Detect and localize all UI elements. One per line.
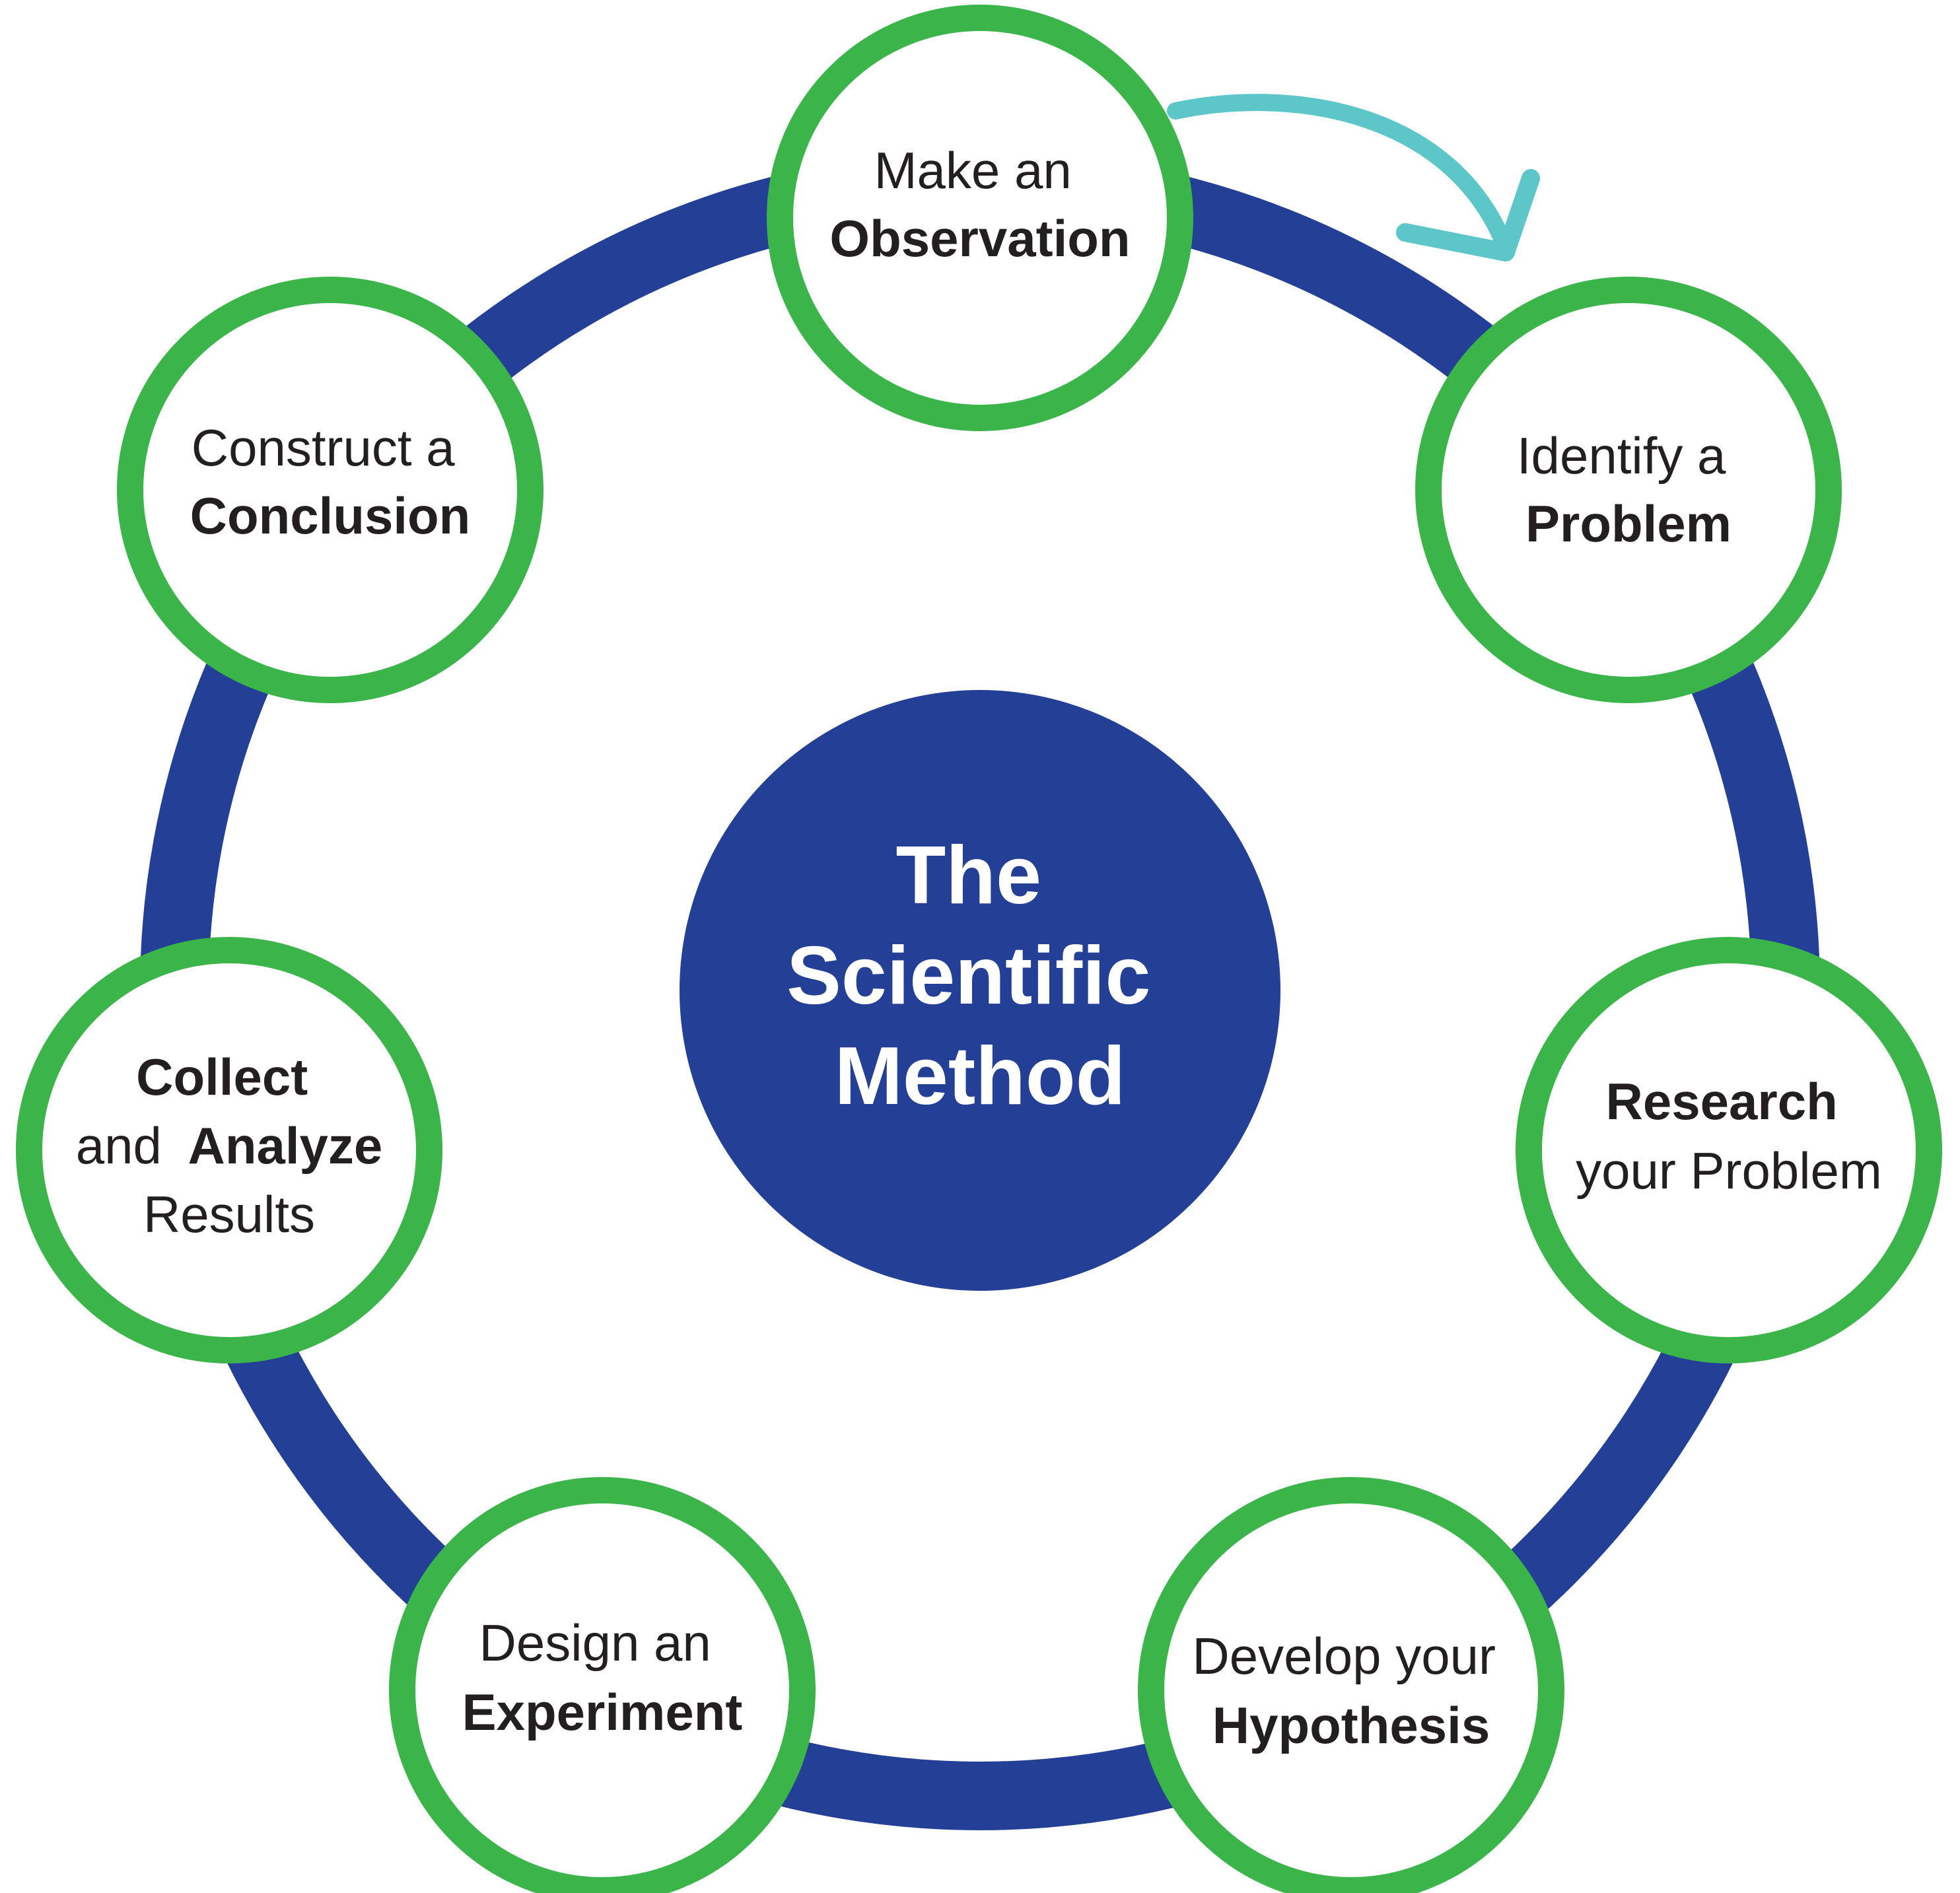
step-hypothesis-line-1: Develop your — [1192, 1627, 1496, 1685]
cycle-direction-arrow-icon — [1167, 94, 1540, 261]
step-experiment-line-1: Design an — [479, 1614, 711, 1672]
step-conclusion-line-1: Construct a — [192, 419, 455, 477]
step-observation-line-1: Make an — [874, 141, 1072, 199]
svg-text:Design an Experiment: Design an Experiment — [462, 1614, 743, 1741]
step-research-line-1: Research — [1606, 1072, 1838, 1130]
center-title-line-1: The — [896, 830, 1041, 921]
step-analyze: Collect and Analyze Results — [16, 937, 442, 1363]
step-problem-line-1: Identify a — [1517, 427, 1726, 485]
step-experiment-circle — [389, 1477, 816, 1893]
svg-text:Collect and Analy: Collect and Analyze Results — [76, 1048, 397, 1243]
svg-text:Make an Observation: Make an Observation — [829, 141, 1130, 267]
step-research-line-2: your Problem — [1576, 1142, 1882, 1200]
svg-text:Develop your Hypothesis: Develop your Hypothesis — [1192, 1627, 1510, 1754]
step-analyze-line-1: Collect — [136, 1048, 308, 1106]
step-conclusion: Construct a Conclusion — [117, 277, 543, 703]
center-title-line-2: Scientific — [787, 930, 1150, 1021]
center-title: The Scientific Method — [680, 690, 1280, 1291]
step-experiment: Design an Experiment — [389, 1477, 816, 1893]
step-observation-line-2: Observation — [829, 209, 1130, 267]
step-analyze-line-3: Results — [143, 1185, 315, 1243]
step-conclusion-circle — [117, 277, 543, 703]
step-conclusion-line-2: Conclusion — [190, 487, 471, 545]
step-hypothesis: Develop your Hypothesis — [1138, 1477, 1564, 1893]
svg-text:Construct a Conclusion: Construct a Conclusion — [190, 419, 471, 545]
step-observation-circle — [767, 5, 1193, 431]
center-title-line-3: Method — [835, 1031, 1126, 1122]
step-observation: Make an Observation — [767, 5, 1193, 431]
step-research: Research your Problem — [1516, 937, 1942, 1363]
step-analyze-circle — [16, 937, 442, 1363]
svg-text:Identify a Problem: Identify a Problem — [1517, 427, 1740, 553]
step-research-circle — [1516, 937, 1942, 1363]
step-problem-circle — [1415, 277, 1842, 703]
step-problem-line-2: Problem — [1525, 495, 1732, 553]
svg-text:The Scientific Met: The Scientific Method — [787, 830, 1173, 1122]
step-analyze-line-2-prefix: and — [76, 1117, 176, 1175]
step-hypothesis-line-2: Hypothesis — [1212, 1696, 1490, 1754]
center-circle — [680, 690, 1280, 1291]
step-hypothesis-circle — [1138, 1477, 1564, 1893]
step-analyze-line-2-bold: Analyze — [188, 1117, 383, 1175]
svg-text:Research your Problem: Research your Problem — [1576, 1072, 1882, 1200]
step-experiment-line-2: Experiment — [462, 1683, 743, 1741]
step-problem: Identify a Problem — [1415, 277, 1842, 703]
